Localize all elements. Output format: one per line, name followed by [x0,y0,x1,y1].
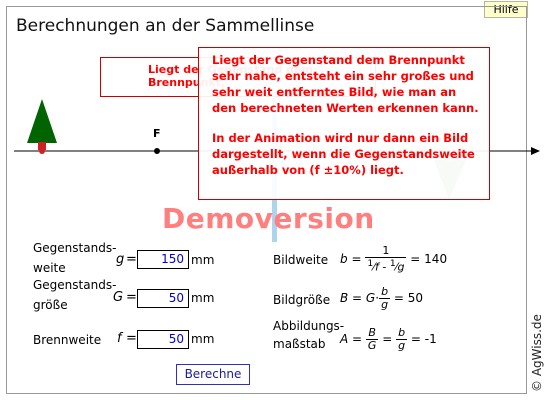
object-size-input[interactable]: 50 [137,289,189,308]
object-tree-icon [27,99,57,154]
focal-length-unit: mm [191,332,215,346]
magnification-result: -1 [424,332,437,346]
object-size-label: Gegenstands- größe [33,278,117,312]
object-size-var: G [113,290,124,305]
info-message-line1: Liegt der Gegenstand dem Brennpunkt sehr… [212,53,479,115]
demo-watermark: Demoversion [162,202,375,235]
object-size-unit: mm [191,291,215,305]
image-distance-label: Bildweite [273,253,329,267]
image-distance-formula: b = 1 1⁄f - 1⁄g = 140 [340,244,448,274]
magnification-label: Abbildungs- maßstab [273,319,345,351]
image-size-result: 50 [407,291,424,305]
focal-length-input[interactable]: 50 [137,330,189,349]
object-distance-input[interactable]: 150 [137,250,189,269]
equals-sign: = [126,331,137,346]
info-message-line2: In der Animation wird nur dann ein Bild … [212,131,475,177]
equals-sign: = [126,290,137,305]
image-size-label: Bildgröße [273,293,331,307]
focal-length-label: Brennweite [33,333,102,347]
axis-arrow-icon [531,147,540,155]
copyright-text: © AgWiss.de [530,314,544,392]
image-distance-result: 140 [424,251,448,266]
object-distance-unit: mm [191,253,215,267]
calculate-button[interactable]: Berechne [176,364,250,385]
object-distance-label: Gegenstands- weite [33,241,117,275]
focal-point-left [154,148,160,154]
focal-length-var: f [117,331,122,346]
object-distance-var: g [116,252,125,267]
equals-sign: = [126,252,137,267]
info-message: Liegt der Gegenstand dem Brennpunkt sehr… [198,47,490,200]
page-title: Berechnungen an der Sammellinse [16,16,315,36]
focal-label-left: F [153,127,161,140]
